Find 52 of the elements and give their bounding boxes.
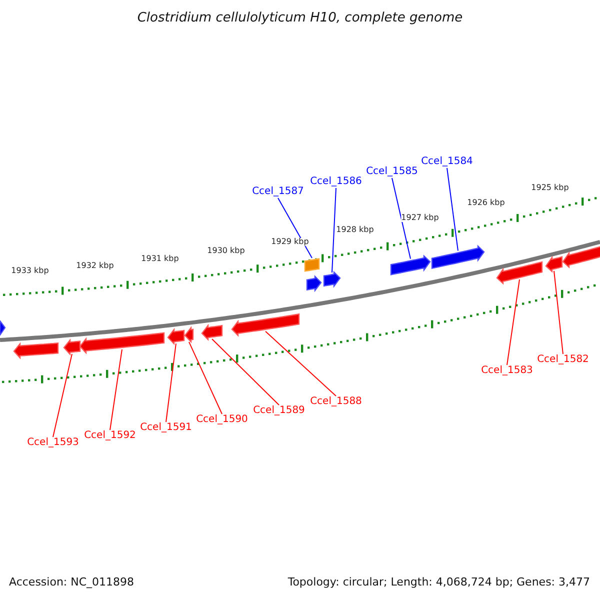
gene-label: Ccel_1582 (537, 355, 589, 365)
gene-block (562, 244, 600, 268)
leader-line (52, 354, 72, 438)
gene-label: Ccel_1588 (310, 397, 362, 407)
scale-label: 1927 kbp (401, 214, 439, 222)
scale-label: 1931 kbp (141, 255, 179, 264)
leader-line (392, 178, 411, 260)
leader-line (188, 341, 222, 414)
scale-label: 1926 kbp (467, 199, 505, 208)
gene-label: Ccel_1591 (140, 423, 192, 433)
gene-block (0, 319, 6, 337)
gene-block (545, 256, 563, 273)
gene-block (323, 270, 341, 288)
gene-label: Ccel_1587 (252, 187, 304, 197)
gene-block (201, 324, 223, 341)
leader-line (332, 188, 336, 274)
scale-label: 1925 kbp (531, 184, 569, 192)
scale-label: 1933 kbp (11, 267, 49, 276)
scale-label: 1929 kbp (271, 238, 309, 246)
gene-block (390, 254, 431, 276)
scale-label: 1930 kbp (207, 247, 245, 256)
gene-label: Ccel_1589 (253, 406, 305, 416)
leader-line (110, 348, 122, 430)
gene-label: Ccel_1585 (366, 167, 418, 177)
leader-line (554, 270, 564, 354)
scale-label: 1928 kbp (336, 226, 374, 234)
gene-block (184, 326, 194, 344)
leader-line (446, 168, 458, 252)
leader-line (278, 198, 312, 258)
gene-label: Ccel_1592 (84, 431, 136, 441)
gene-block (79, 332, 165, 354)
scale-label: 1932 kbp (76, 262, 114, 270)
gene-block (306, 275, 322, 292)
leader-line (212, 338, 280, 406)
gene-block (167, 328, 185, 346)
gene-block (431, 244, 485, 270)
gene-label: Ccel_1584 (421, 157, 473, 167)
gene-label: Ccel_1590 (196, 415, 248, 425)
leader-line (166, 343, 176, 422)
gene-label: Ccel_1586 (310, 177, 362, 187)
leader-line (506, 279, 520, 366)
leader-line (265, 330, 336, 396)
accession-text: Accession: NC_011898 (9, 576, 134, 588)
gene-block (63, 338, 81, 356)
gene-label: Ccel_1593 (27, 438, 79, 448)
title: Clostridium cellulolyticum H10, complete genome (137, 12, 463, 24)
gene-block (13, 342, 59, 360)
gene-label: Ccel_1583 (481, 366, 533, 376)
gene-block (231, 314, 300, 337)
genome-info-text: Topology: circular; Length: 4,068,724 bp; Genes: 3,477 (288, 576, 590, 588)
gene-block (496, 261, 543, 285)
gene-block (304, 258, 320, 272)
